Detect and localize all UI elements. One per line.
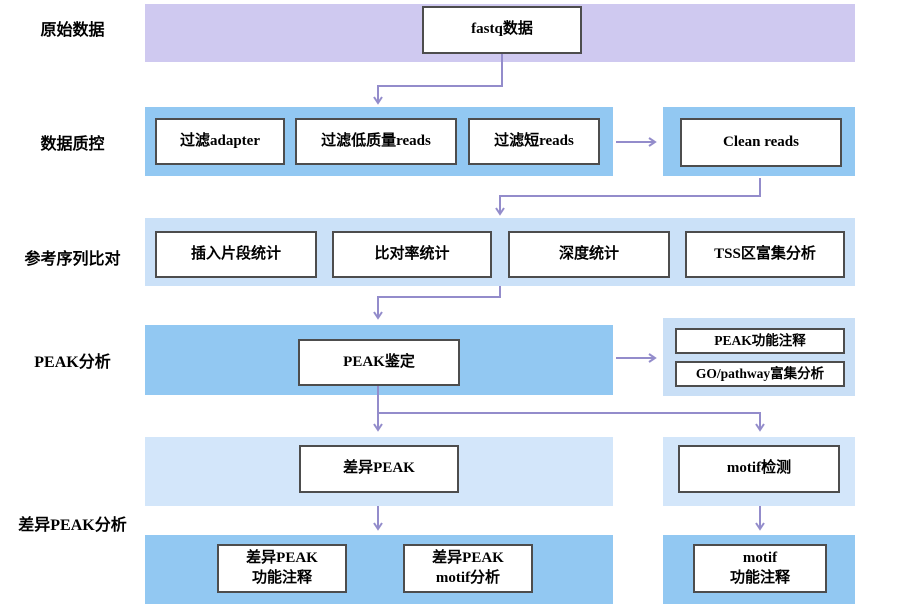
node-fastq-data: fastq数据: [422, 6, 582, 54]
row-label-peak-analysis: PEAK分析: [34, 354, 111, 371]
node-go-pathway: GO/pathway富集分析: [675, 361, 845, 387]
node-diff-peak-motif: 差异PEAK motif分析: [403, 544, 533, 593]
node-diff-peak: 差异PEAK: [299, 445, 459, 493]
diff-peak-annotation-line1: 差异PEAK: [246, 550, 318, 566]
node-insert-size-stats: 插入片段统计: [155, 231, 317, 278]
row-label-alignment: 参考序列比对: [24, 251, 121, 268]
row-label-diff-peak: 差异PEAK分析: [18, 517, 127, 534]
motif-annotation-line2: 功能注释: [729, 569, 790, 586]
node-depth-stats: 深度统计: [508, 231, 670, 278]
diff-peak-motif-line2: motif分析: [435, 569, 501, 586]
node-motif-detection: motif检测: [678, 445, 840, 493]
node-peak-calling: PEAK鉴定: [298, 339, 460, 386]
node-filter-short-reads: 过滤短reads: [468, 118, 600, 165]
node-motif-annotation: motif 功能注释: [693, 544, 827, 593]
edge-clean-to-alignment: [495, 178, 761, 216]
node-diff-peak-annotation: 差异PEAK 功能注释: [217, 544, 347, 593]
node-tss-enrichment: TSS区富集分析: [685, 231, 845, 278]
node-clean-reads: Clean reads: [680, 118, 842, 167]
diff-peak-motif-line1: 差异PEAK: [432, 550, 504, 566]
row-label-raw-data: 原始数据: [40, 22, 105, 39]
node-filter-adapter: 过滤adapter: [155, 118, 285, 165]
diff-peak-annotation-line2: 功能注释: [251, 569, 312, 586]
node-filter-low-quality: 过滤低质量reads: [295, 118, 457, 165]
node-peak-annotation: PEAK功能注释: [675, 328, 845, 354]
row-label-qc: 数据质控: [40, 136, 105, 153]
band-diff-peak-anno: [145, 535, 613, 604]
node-mapping-rate-stats: 比对率统计: [332, 231, 492, 278]
edge-alignment-to-peak: [373, 286, 501, 320]
motif-annotation-line1: motif: [742, 550, 778, 566]
